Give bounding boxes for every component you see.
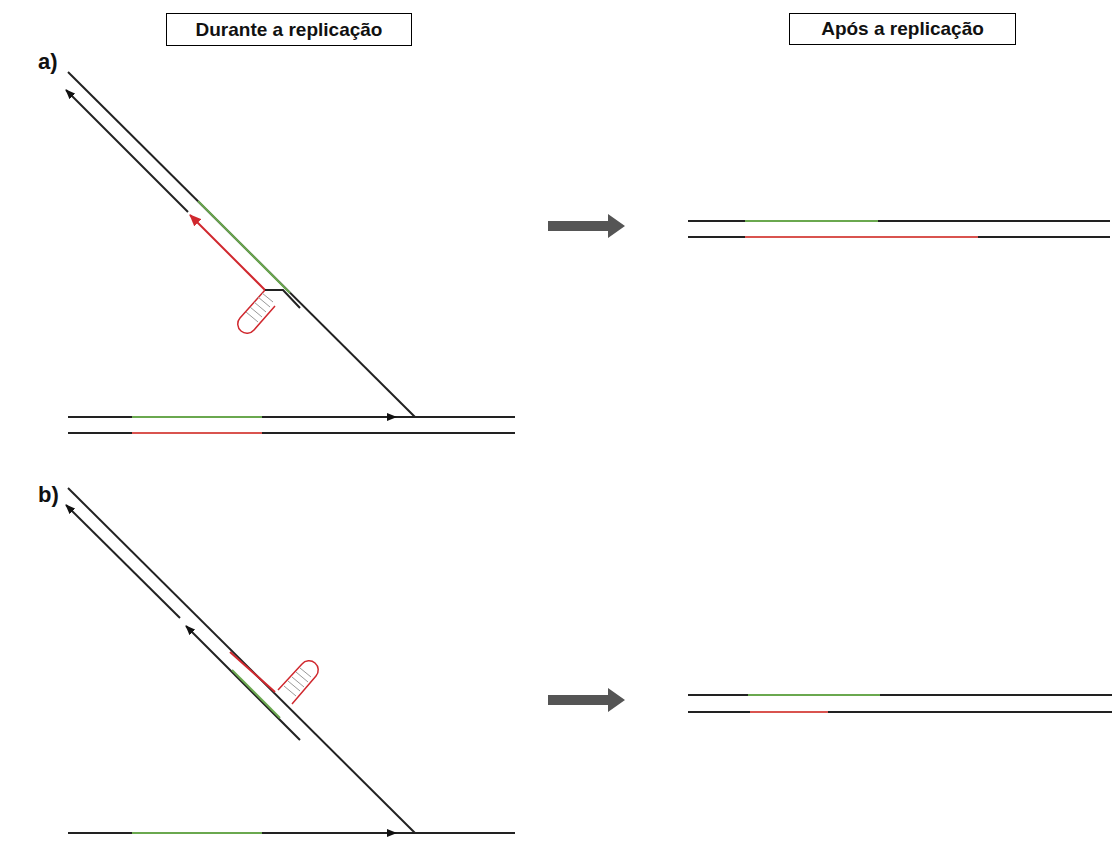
heading-box: Após a replicação	[789, 13, 1016, 45]
heading-box: Durante a replicação	[166, 13, 412, 46]
heading-text: Durante a replicação	[196, 19, 383, 41]
heading-text: Após a replicação	[821, 18, 984, 40]
panel-label: a)	[38, 49, 58, 75]
panel-label: b)	[38, 482, 59, 508]
